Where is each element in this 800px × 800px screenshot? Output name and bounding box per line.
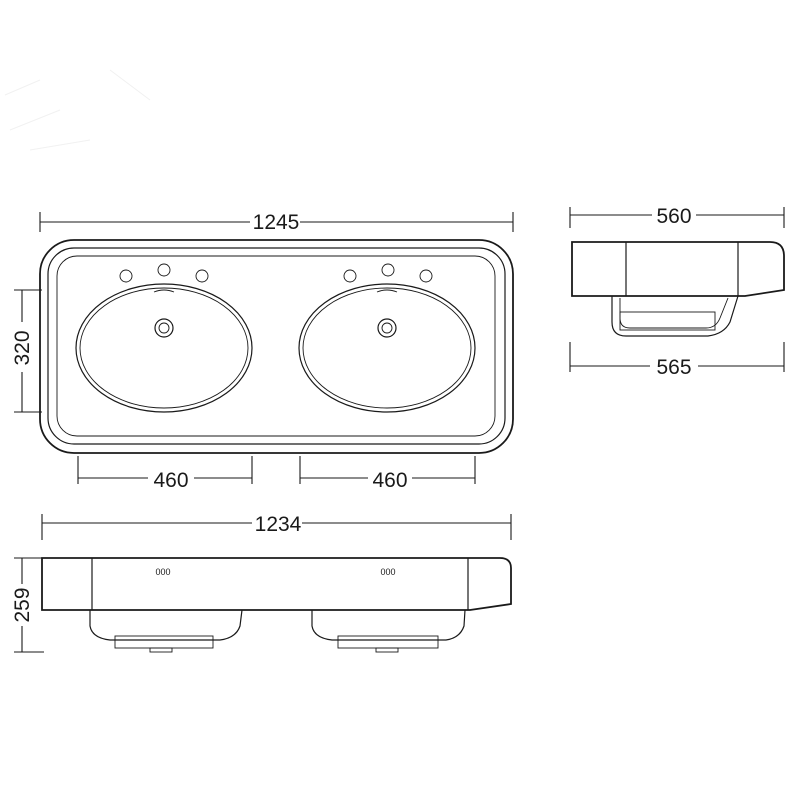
dimension-left-bowl: 460 (77, 456, 253, 492)
top-view: 1245 (11, 211, 514, 492)
side-profile (571, 241, 785, 337)
dimension-bottom-width: 565 (569, 342, 785, 379)
background-marks (4, 69, 151, 151)
basin-outline (39, 239, 514, 454)
left-tap-hole-3 (195, 269, 209, 283)
right-tap-hole-1 (343, 269, 357, 283)
dimension-label-320: 320 (11, 330, 34, 365)
dimension-label-560: 560 (656, 205, 691, 228)
front-right-bowl (311, 609, 466, 653)
right-bowl (298, 263, 476, 413)
dimension-label-460-right: 460 (372, 469, 407, 492)
front-view: 1234 000 000 259 (11, 513, 512, 653)
left-tap-hole-2 (157, 263, 171, 277)
front-left-bowl (89, 609, 243, 653)
right-drain-icon (377, 318, 397, 338)
tap-marks-right: 000 (380, 567, 395, 577)
right-tap-hole-2 (381, 263, 395, 277)
right-tap-hole-3 (419, 269, 433, 283)
tap-marks-left: 000 (155, 567, 170, 577)
left-tap-hole-1 (119, 269, 133, 283)
dimension-depth: 320 (11, 289, 42, 413)
dimension-label-1234: 1234 (255, 513, 302, 536)
dimension-label-1245: 1245 (253, 211, 300, 234)
dimension-label-259: 259 (11, 587, 34, 622)
dimension-front-width: 1234 (41, 513, 512, 540)
front-body (41, 557, 512, 611)
left-drain-icon (154, 318, 174, 338)
dimension-front-height: 259 (11, 557, 44, 653)
left-bowl (75, 263, 253, 413)
dimension-label-565: 565 (656, 356, 691, 379)
dimension-top-width: 560 (569, 205, 785, 228)
side-view: 560 565 (569, 205, 785, 379)
dimension-label-460-left: 460 (153, 469, 188, 492)
dimension-overall-width: 1245 (39, 211, 514, 234)
dimension-right-bowl: 460 (299, 456, 476, 492)
